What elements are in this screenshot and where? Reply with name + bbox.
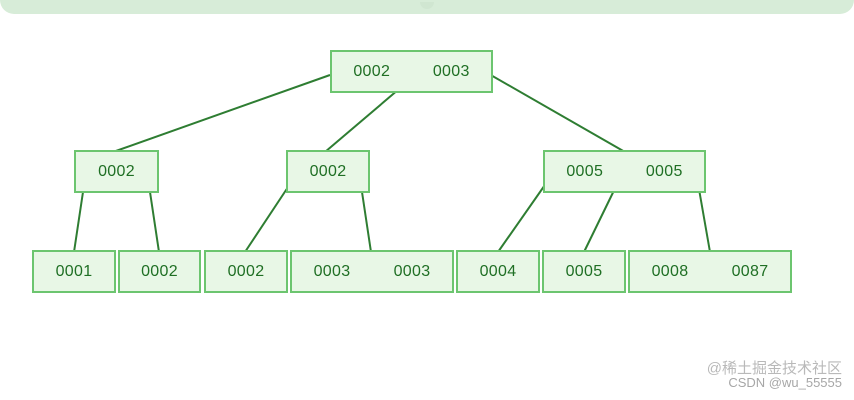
leaf-node-4-key-1: 0003 (313, 262, 351, 280)
leaf-node-3-key-1: 0002 (227, 262, 265, 280)
root-key-1: 0002 (353, 62, 391, 80)
internal-node-3: 0005 0005 (543, 150, 706, 193)
leaf-node-7: 0008 0087 (628, 250, 792, 293)
leaf-node-5-key-1: 0004 (479, 262, 517, 280)
leaf-node-2: 0002 (118, 250, 201, 293)
edge-root-to-internal-1 (112, 74, 331, 153)
banner-notch (420, 2, 434, 9)
root-node: 0002 0003 (330, 50, 493, 93)
leaf-node-6: 0005 (542, 250, 626, 293)
leaf-node-4: 0003 0003 (290, 250, 454, 293)
watermark-line-2: CSDN @wu_55555 (728, 375, 842, 391)
leaf-node-2-key-1: 0002 (141, 262, 178, 280)
leaf-node-4-key-2: 0003 (393, 262, 431, 280)
leaf-node-7-key-1: 0008 (651, 262, 689, 280)
leaf-node-6-key-1: 0005 (565, 262, 603, 280)
watermark-line-1: @稀土掘金技术社区 (706, 359, 842, 377)
internal-node-2-key-1: 0002 (309, 162, 347, 180)
leaf-node-5: 0004 (456, 250, 540, 293)
leaf-node-7-key-2: 0087 (731, 262, 769, 280)
internal-node-3-key-2: 0005 (645, 162, 683, 180)
watermark: @稀土掘金技术社区 CSDN @wu_55555 (706, 359, 842, 391)
leaf-node-3: 0002 (204, 250, 288, 293)
internal-node-1-key-1: 0002 (98, 162, 135, 180)
internal-node-3-key-1: 0005 (566, 162, 604, 180)
top-banner (0, 0, 854, 14)
leaf-node-1-key-1: 0001 (55, 262, 93, 280)
internal-node-2: 0002 (286, 150, 370, 193)
root-key-2: 0003 (432, 62, 470, 80)
internal-node-1: 0002 (74, 150, 159, 193)
leaf-node-1: 0001 (32, 250, 116, 293)
edge-root-to-internal-3 (481, 69, 626, 153)
